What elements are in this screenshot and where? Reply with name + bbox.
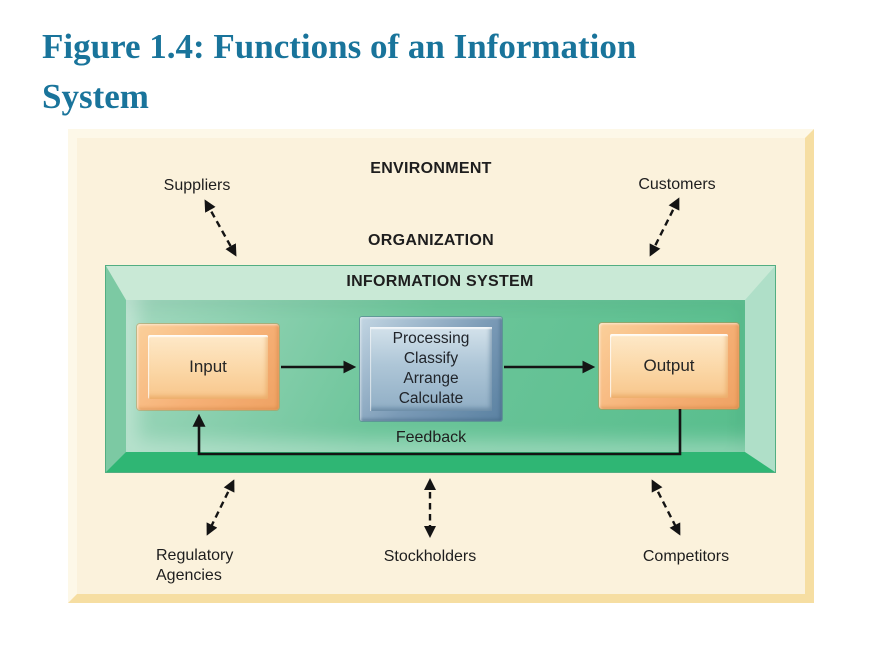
input-box: Input	[137, 324, 279, 410]
processing-label: Processing Classify Arrange Calculate	[370, 327, 492, 411]
input-label: Input	[148, 335, 268, 399]
regulatory-agencies-label: Regulatory Agencies	[156, 547, 234, 584]
feedback-label: Feedback	[395, 429, 467, 446]
organization-label: ORGANIZATION	[368, 232, 494, 249]
information-system-label: INFORMATION SYSTEM	[346, 273, 534, 290]
output-label: Output	[610, 334, 728, 398]
page-title: Figure 1.4: Functions of an Information …	[42, 22, 802, 122]
output-box: Output	[599, 323, 739, 409]
stockholders-label: Stockholders	[383, 548, 477, 565]
customers-label: Customers	[638, 176, 716, 193]
suppliers-label: Suppliers	[163, 177, 231, 194]
processing-box: Processing Classify Arrange Calculate	[360, 317, 502, 421]
competitors-label: Competitors	[642, 548, 730, 565]
page-title-line1: Figure 1.4: Functions of an Information	[42, 27, 637, 66]
environment-label: ENVIRONMENT	[370, 160, 492, 177]
page-title-line2: System	[42, 77, 149, 116]
